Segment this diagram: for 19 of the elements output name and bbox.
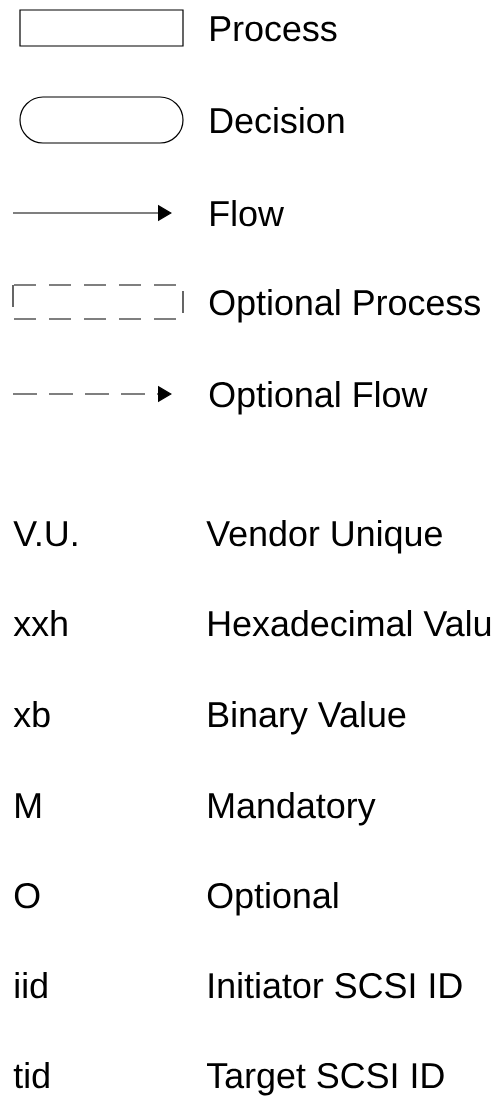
abbreviation: V.U. <box>13 521 77 547</box>
legend-label: Optional Flow <box>209 381 428 415</box>
legend-label: Decision <box>211 107 344 134</box>
legend-label: Optional Process <box>209 289 480 323</box>
definition: Hexadecimal Valu <box>209 610 491 637</box>
definition: Target SCSI ID <box>207 1062 444 1096</box>
abbreviation: O <box>14 882 40 909</box>
definition: Optional <box>207 882 338 916</box>
abbreviation: M <box>16 793 41 818</box>
definition: Initiator SCSI ID <box>209 972 462 999</box>
legend-label: Flow <box>211 200 284 227</box>
abbreviation: xb <box>13 701 50 728</box>
definition: Mandatory <box>209 792 376 826</box>
definition: Vendor Unique <box>206 520 442 554</box>
abbreviation: tid <box>13 1062 49 1089</box>
abbreviation: iid <box>15 972 47 999</box>
legend-label: Process <box>211 16 337 42</box>
definition: Binary Value <box>209 701 406 735</box>
abbreviation: xxh <box>13 610 67 636</box>
